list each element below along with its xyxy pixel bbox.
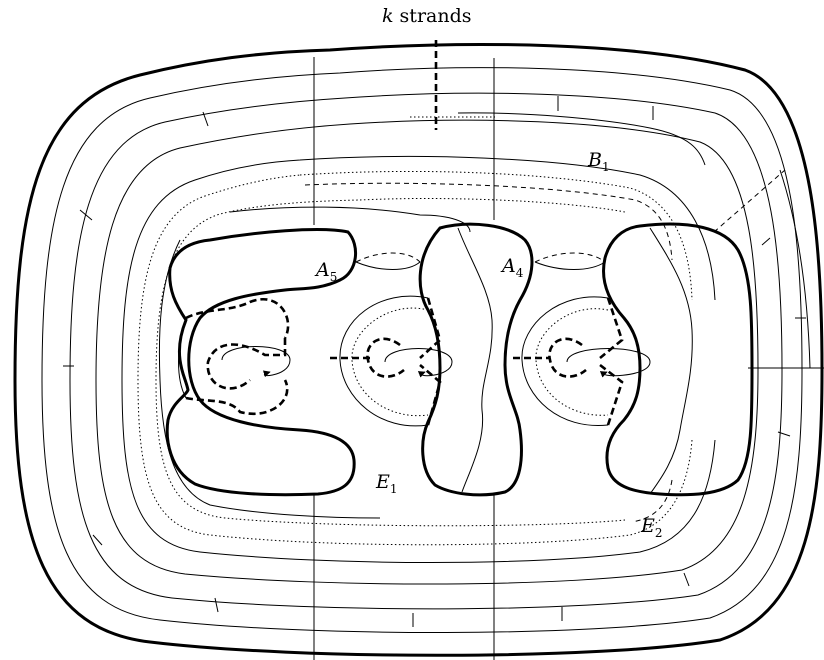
loop-right-lens (521, 296, 609, 426)
loop-left-dashed (185, 298, 290, 415)
loop-right-dashed (513, 297, 624, 426)
connector-top-right-b (534, 261, 606, 270)
concentric-curve-3 (95, 119, 759, 585)
strand-right (649, 227, 693, 495)
region-right (602, 222, 754, 497)
label-A4: A4 (500, 255, 524, 280)
connector-top-left (355, 252, 421, 263)
connector-top-right (534, 252, 606, 263)
loop-mid-lens (339, 295, 429, 427)
thin-curve-inner (158, 206, 471, 519)
thin-segment-top (457, 112, 706, 166)
strand-middle (457, 227, 493, 493)
loop-right-arrow (566, 348, 651, 378)
region-left (165, 228, 358, 497)
concentric-curve-1 (41, 67, 803, 633)
right-thin-strand (779, 169, 811, 369)
label-B1: B1 (587, 149, 610, 174)
concentric-curve-2 (69, 92, 783, 610)
dashed-curve-inner (304, 182, 673, 523)
dashed-diagonal-right (713, 169, 786, 233)
loop-right-lens-dot (535, 308, 609, 416)
label-A5: A5 (314, 259, 337, 284)
outer-boundary (13, 43, 824, 657)
dotted-curve-outer (137, 170, 693, 546)
loop-left-arrow (221, 346, 291, 378)
concentric-curve-4 (121, 156, 716, 563)
loop-left-thin (178, 317, 187, 399)
tick-marks (63, 96, 806, 627)
loop-mid-lens-dot (351, 307, 429, 417)
label-E2: E2 (640, 515, 663, 540)
region-middle (418, 222, 534, 497)
label-E1: E1 (375, 471, 398, 496)
connector-top-left-b (355, 261, 421, 270)
dotted-curve-inner (155, 198, 626, 527)
label-k-strands: k strands (382, 5, 472, 27)
loop-mid-arrow (384, 348, 453, 378)
